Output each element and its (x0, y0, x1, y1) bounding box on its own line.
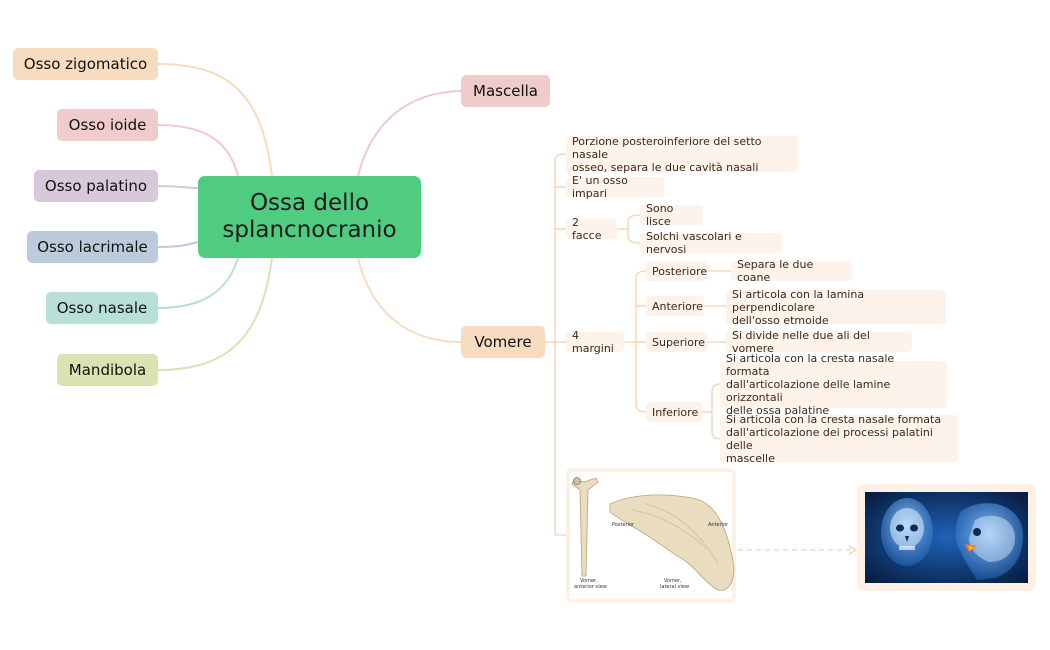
topic-label: Osso ioide (68, 116, 147, 134)
subtopic-text: Sono lisce (646, 202, 674, 228)
subtopic-text: dall'articolazione dei processi palatini… (726, 425, 933, 452)
topic-osso-ioide[interactable]: Osso ioide (57, 109, 158, 141)
subtopic-superiore[interactable]: Superiore (646, 332, 708, 352)
link-zigomatico (157, 63, 273, 177)
skull-scan-image[interactable] (857, 484, 1036, 591)
label-lateral-view-2: lateral view (660, 584, 690, 590)
subtopic-4-margini[interactable]: 4 margini (566, 329, 624, 355)
subtopic-posteriore[interactable]: Posteriore (646, 261, 708, 281)
subtopic-text: mascelle (726, 451, 775, 465)
subtopic-inferiore[interactable]: Inferiore (646, 402, 702, 422)
subtopic-text: Porzione posteroinferiore del setto nasa… (572, 134, 762, 161)
label-anterior-view-2: anterior view (574, 584, 607, 590)
link-nasale (157, 257, 239, 309)
topic-osso-lacrimale[interactable]: Osso lacrimale (27, 231, 158, 263)
vomer-illustration[interactable]: Posterior Anterior Vomer, anterior view … (566, 468, 736, 603)
topic-osso-nasale[interactable]: Osso nasale (46, 292, 158, 324)
subtopic-inferiore-desc-1[interactable]: Si articola con la cresta nasale formata… (720, 352, 947, 417)
subtopic-text: dell'osso etmoide (732, 313, 829, 327)
subtopic-text: Superiore (652, 335, 706, 349)
topic-mandibola[interactable]: Mandibola (57, 354, 158, 386)
label-lateral-view-1: Vomer, (664, 578, 682, 584)
root-topic[interactable]: Ossa dello splancnocranio (198, 176, 421, 258)
subtopic-text: Posteriore (652, 264, 708, 278)
topic-label: Vomere (474, 333, 532, 351)
skull-scan-drawing (865, 492, 1028, 583)
subtopic-anteriore-desc[interactable]: Si articola con la lamina perpendicolare… (726, 287, 946, 327)
topic-label: Osso lacrimale (37, 238, 148, 256)
label-posterior: Posterior (612, 522, 635, 528)
topic-label: Osso nasale (56, 299, 148, 317)
subtopic-text: Separa le due coane (737, 258, 814, 284)
topic-label: Osso zigomatico (23, 55, 148, 73)
subtopic-text: delle ossa palatine (726, 404, 830, 417)
subtopic-porzione[interactable]: Porzione posteroinferiore del setto nasa… (566, 134, 798, 174)
subtopic-posteriore-desc[interactable]: Separa le due coane (731, 258, 852, 284)
link-mandibola (157, 257, 273, 371)
link-palatino (157, 185, 199, 189)
topic-vomere[interactable]: Vomere (461, 326, 545, 358)
subtopic-text: Inferiore (652, 405, 699, 419)
subtopic-text: Si divide nelle due ali del vomere (732, 329, 870, 355)
subtopic-text: 2 facce (572, 216, 602, 242)
vomer-bone-drawing (571, 477, 735, 591)
link-lacrimale (157, 241, 199, 248)
subtopic-solchi[interactable]: Solchi vascolari e nervosi (640, 230, 782, 256)
subtopic-inferiore-desc-2[interactable]: Si articola con la cresta nasale formata… (720, 412, 958, 465)
subtopic-text: Si articola con la cresta nasale formata (726, 412, 942, 426)
root-title-line1: Ossa dello (249, 190, 370, 216)
label-anterior: Anterior (708, 522, 729, 528)
link-mascella (357, 90, 462, 177)
subtopic-text: Si articola con la cresta nasale formata (726, 352, 895, 378)
subtopic-anteriore[interactable]: Anteriore (646, 296, 704, 316)
subtopic-text: osseo, separa le due cavità nasali (572, 160, 759, 174)
topic-mascella[interactable]: Mascella (461, 75, 550, 107)
link-vomere (357, 257, 462, 343)
subtopic-text: dall'articolazione delle lamine orizzont… (726, 378, 891, 404)
subtopic-text: E' un osso impari (572, 174, 628, 200)
root-title-line2: splancnocranio (222, 217, 397, 243)
topic-label: Mandibola (68, 361, 147, 379)
topic-label: Osso palatino (44, 177, 148, 195)
label-anterior-view-1: Vomer, (580, 578, 598, 584)
subtopic-text: 4 margini (572, 329, 614, 355)
topic-label: Mascella (473, 82, 538, 100)
subtopic-text: Si articola con la lamina perpendicolare (732, 287, 865, 314)
link-ioide (157, 124, 239, 177)
subtopic-impari[interactable]: E' un osso impari (566, 174, 664, 200)
subtopic-text: Solchi vascolari e nervosi (646, 230, 742, 256)
topic-osso-zigomatico[interactable]: Osso zigomatico (13, 48, 158, 80)
subtopic-text: Anteriore (652, 299, 703, 313)
subtopic-2-facce[interactable]: 2 facce (566, 216, 617, 242)
subtopic-superiore-desc[interactable]: Si divide nelle due ali del vomere (726, 329, 912, 355)
subtopic-sono-lisce[interactable]: Sono lisce (640, 202, 703, 228)
topic-osso-palatino[interactable]: Osso palatino (34, 170, 158, 202)
